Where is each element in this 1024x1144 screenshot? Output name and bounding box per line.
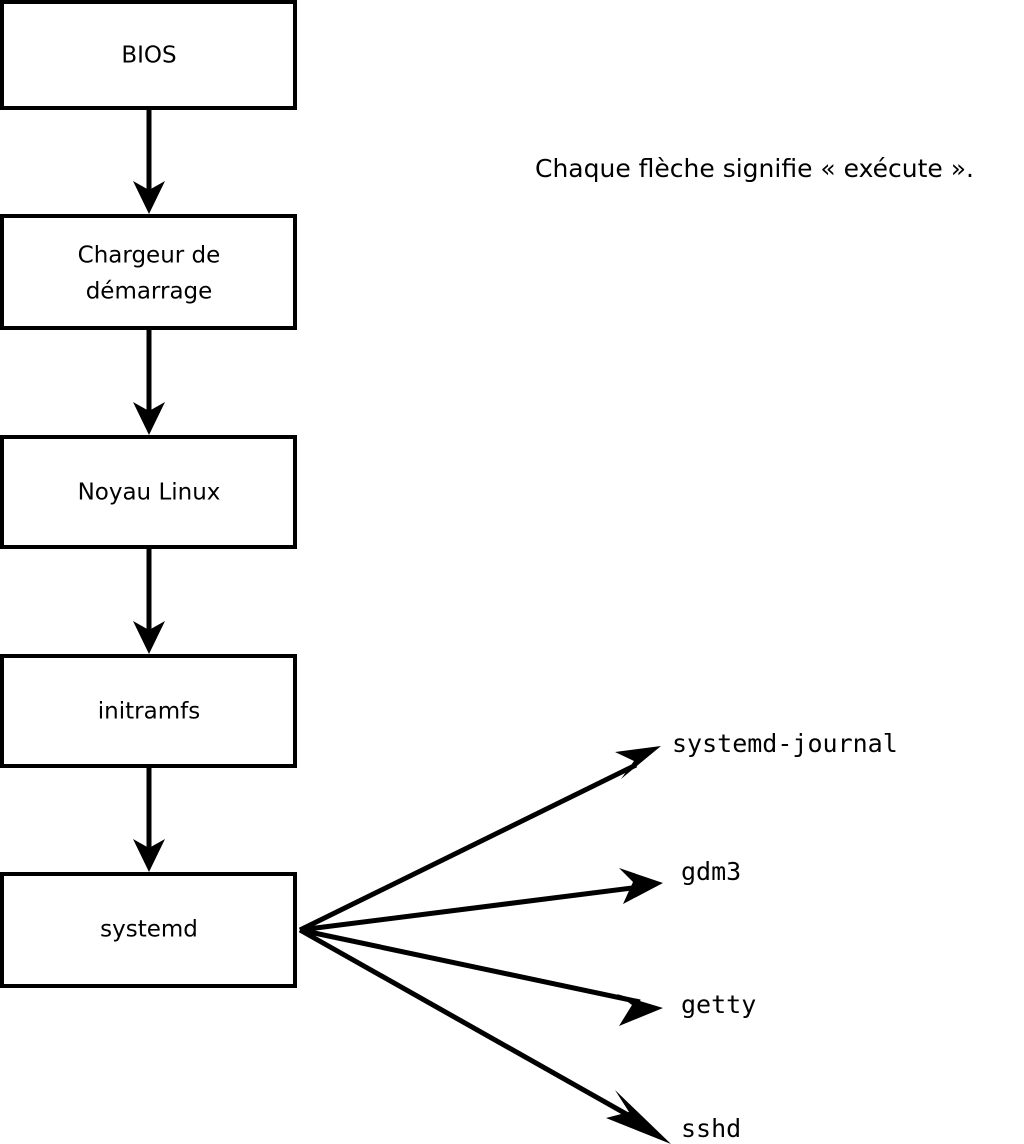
flow-arrow-initramfs-to-systemd — [133, 766, 165, 872]
fan-arrow-shaft — [299, 927, 641, 1005]
fan-arrow-head — [606, 1090, 671, 1144]
box-bios-label: BIOS — [121, 43, 176, 69]
leaf-label-sshd: sshd — [681, 1114, 741, 1143]
box-initramfs-rect[interactable] — [0, 654, 297, 768]
flow-arrow-head — [133, 839, 165, 872]
fan-arrow-shaft — [298, 927, 646, 1127]
fan-arrow-gdm3 — [299, 868, 663, 933]
box-bootloader-label-line1: Chargeur de — [78, 243, 221, 269]
box-kernel-rect[interactable] — [0, 435, 297, 549]
leaf-label-getty: getty — [681, 990, 756, 1019]
box-bios-rect[interactable] — [0, 0, 297, 110]
box-initramfs[interactable]: initramfs — [0, 654, 297, 768]
flow-arrow-head — [133, 402, 165, 435]
diagram-caption: Chaque flèche signifie « exécute ». — [535, 154, 974, 183]
flow-arrow-bootloader-to-kernel — [133, 328, 165, 435]
flow-arrow-head — [133, 181, 165, 214]
box-systemd[interactable]: systemd — [0, 872, 297, 988]
box-bootloader[interactable]: Chargeur de démarrage — [0, 214, 297, 330]
box-systemd-label: systemd — [100, 917, 198, 943]
box-bios[interactable]: BIOS — [0, 0, 297, 110]
fan-arrow-getty — [299, 927, 663, 1026]
flow-arrow-head — [133, 621, 165, 654]
fan-arrow-sshd — [298, 927, 671, 1144]
leaf-label-gdm3: gdm3 — [681, 857, 741, 886]
box-bootloader-rect[interactable] — [0, 214, 297, 330]
box-kernel-label: Noyau Linux — [78, 480, 221, 506]
flow-arrow-bios-to-bootloader — [133, 108, 165, 214]
box-systemd-rect[interactable] — [0, 872, 297, 988]
fan-arrow-head — [617, 994, 663, 1026]
flow-arrow-kernel-to-initramfs — [133, 547, 165, 654]
box-kernel[interactable]: Noyau Linux — [0, 435, 297, 549]
box-initramfs-label: initramfs — [98, 699, 200, 725]
fan-arrow-head — [615, 746, 661, 779]
fan-arrow-shaft — [298, 762, 638, 933]
fan-arrow-systemd-journal — [298, 746, 661, 933]
fan-arrow-head — [619, 868, 663, 904]
fan-arrow-shaft — [299, 884, 641, 933]
box-bootloader-label-line2: démarrage — [86, 279, 213, 305]
leaf-label-systemd-journal: systemd-journal — [672, 729, 898, 758]
